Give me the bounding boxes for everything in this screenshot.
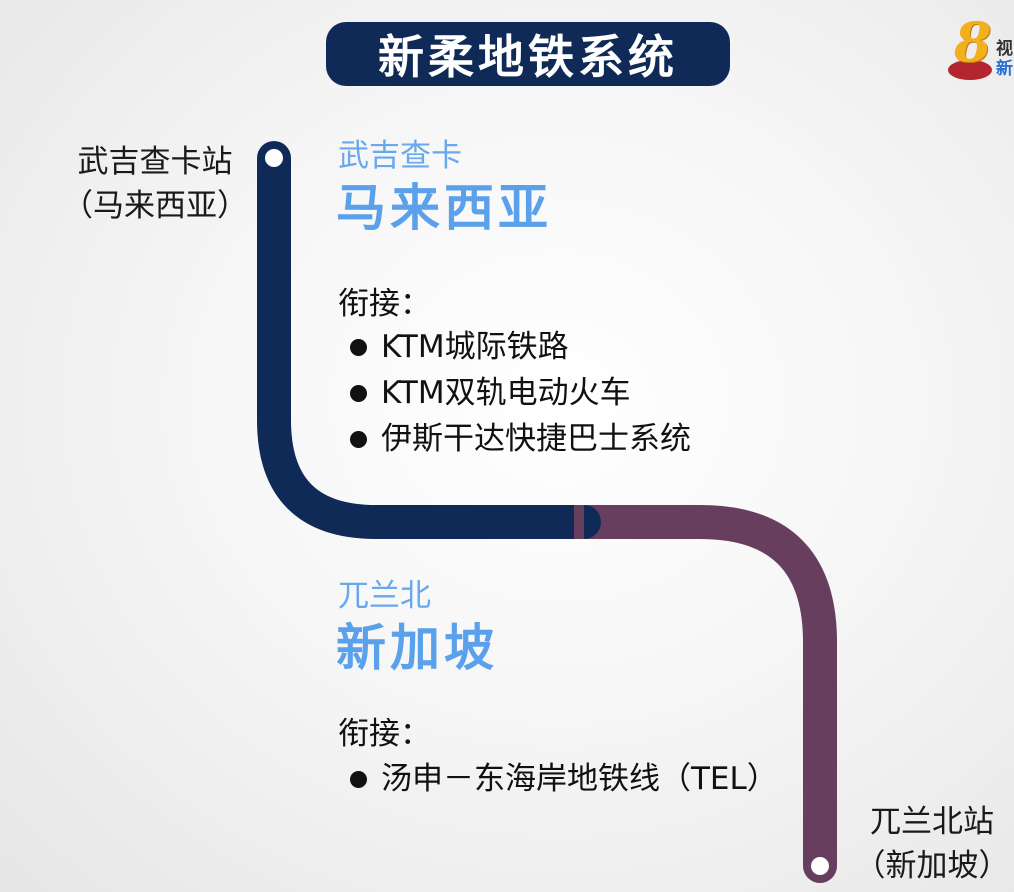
connection-item: 伊斯干达快捷巴士系统	[350, 416, 691, 462]
south-station-marker	[811, 857, 829, 875]
singapore-track-segment	[574, 505, 837, 866]
south-station-label: 兀兰北站 （新加坡）	[852, 800, 1012, 888]
malaysia-area-label: 武吉查卡	[338, 138, 462, 174]
bullet-icon	[350, 770, 367, 788]
north-station-country: （马来西亚）	[62, 188, 248, 224]
logo-text-2: 新	[996, 59, 1013, 79]
malaysia-track-segment	[257, 141, 591, 539]
logo-text-1: 视	[996, 39, 1013, 59]
connection-item: KTM双轨电动火车	[350, 370, 691, 416]
logo-numeral: 8	[954, 10, 992, 74]
connection-item: KTM城际铁路	[350, 324, 691, 370]
malaysia-connections-heading: 衔接：	[338, 286, 431, 322]
channel-logo: 8 视 新	[944, 10, 1014, 84]
south-station-country: （新加坡）	[854, 848, 1010, 884]
page-title: 新柔地铁系统	[378, 30, 678, 84]
malaysia-country-label: 马来西亚	[336, 179, 552, 237]
singapore-country-label: 新加坡	[336, 619, 498, 677]
connection-item: 汤申－东海岸地铁线（TEL）	[350, 756, 778, 802]
singapore-connections-list: 汤申－东海岸地铁线（TEL）	[350, 756, 778, 802]
malaysia-connections-list: KTM城际铁路 KTM双轨电动火车 伊斯干达快捷巴士系统	[350, 324, 691, 462]
bullet-icon	[350, 430, 367, 448]
bullet-icon	[350, 384, 367, 402]
bullet-icon	[350, 338, 367, 356]
south-station-name: 兀兰北站	[870, 804, 994, 840]
logo-base-shape	[948, 60, 992, 80]
singapore-area-label: 兀兰北	[338, 578, 431, 614]
north-station-name: 武吉查卡站	[77, 144, 233, 180]
north-station-label: 武吉查卡站 （马来西亚）	[60, 140, 250, 228]
north-station-marker	[265, 149, 283, 167]
singapore-connections-heading: 衔接：	[338, 716, 431, 752]
title-banner: 新柔地铁系统	[326, 22, 730, 86]
